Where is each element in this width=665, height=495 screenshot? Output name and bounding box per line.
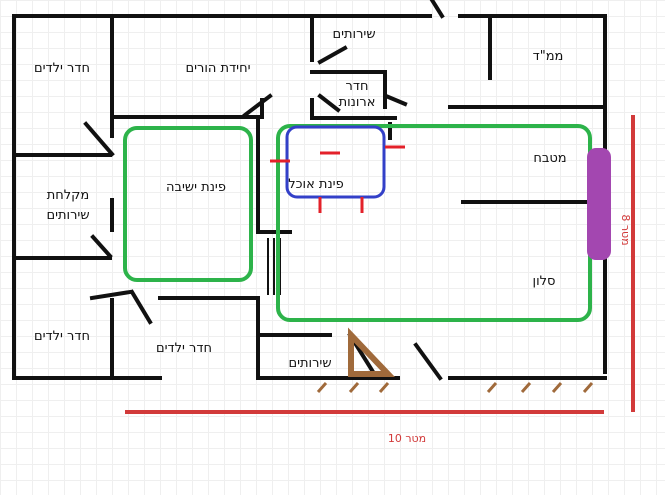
closet-label-line2: ארונות bbox=[339, 95, 376, 110]
safe-room-label: ממ"ד bbox=[533, 49, 564, 64]
dining-chairs bbox=[270, 145, 405, 213]
dining-area-label: פינת אוכל bbox=[288, 177, 343, 192]
kids-room-bottom-label: חדר ילדים bbox=[156, 341, 212, 356]
seating-area-label: פינת ישיבה bbox=[166, 180, 226, 195]
kitchen-label: מטבח bbox=[533, 151, 566, 166]
kitchen-counter bbox=[587, 148, 611, 260]
shower-label-line2: שירותים bbox=[46, 208, 89, 223]
stairs bbox=[316, 327, 594, 393]
height-dimension-label: 8 מטר bbox=[619, 214, 632, 245]
shower-label-line1: מקלחת bbox=[47, 188, 89, 203]
kids-room-top-label: חדר ילדים bbox=[34, 61, 90, 76]
width-dimension-label: 10 מטר bbox=[388, 432, 426, 445]
living-room-label: סלון bbox=[533, 274, 556, 289]
parents-unit-label: יחידת הורים bbox=[186, 61, 251, 76]
walls bbox=[12, 0, 607, 381]
kids-room-bottom-left-label: חדר ילדים bbox=[34, 329, 90, 344]
closet-label-line1: חדר bbox=[346, 79, 369, 94]
seating-area-zone bbox=[123, 126, 253, 282]
toilets-bottom-label: שירותים bbox=[288, 356, 331, 371]
toilets-top-label: שירותים bbox=[332, 27, 375, 42]
